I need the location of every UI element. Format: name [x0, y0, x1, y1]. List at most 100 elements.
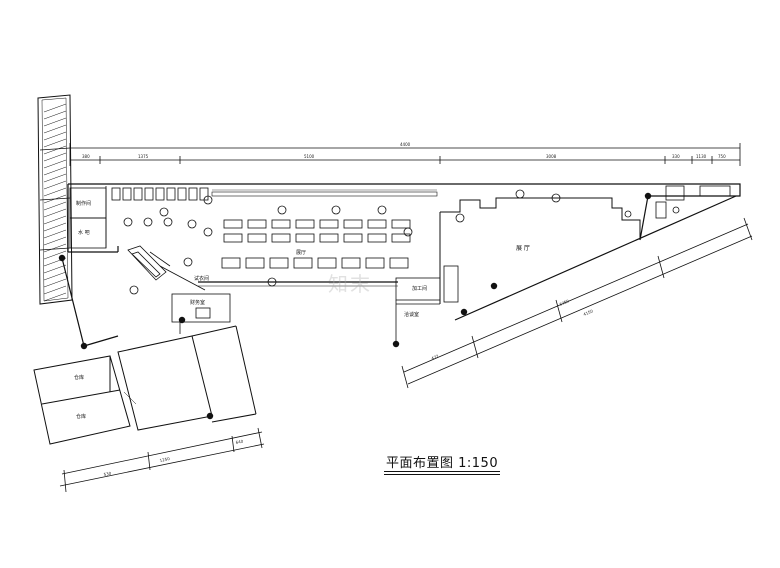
dim-bottom-3: 640 [235, 438, 244, 445]
round-table [123, 217, 133, 227]
label-production: 制作间 [76, 200, 91, 207]
hatch-line [43, 110, 67, 120]
seat [122, 187, 132, 201]
hatch-line [43, 271, 67, 281]
hatch-line [43, 173, 67, 183]
booth [247, 219, 267, 229]
label-hall: 展 厅 [516, 245, 530, 252]
drawing-title: 平面布置图 1:150 [386, 456, 499, 471]
booth-lower [293, 257, 313, 269]
booth-grid [221, 219, 411, 269]
column-dot [58, 254, 66, 262]
dim-diag-3: 472 [430, 353, 439, 361]
hatch-line [43, 145, 67, 155]
label-process: 加工间 [412, 285, 427, 292]
hatch-line [43, 278, 67, 288]
exterior-walls [61, 183, 741, 347]
column-dot [80, 342, 88, 350]
dim-bottom-2: 1250 [159, 456, 170, 463]
column-dot [206, 412, 214, 420]
booth [295, 233, 315, 243]
hatch-line [43, 243, 67, 253]
hatch-line [43, 166, 67, 176]
dim-7: 750 [718, 154, 726, 159]
watermark: 知末 [328, 272, 372, 296]
counter-strip [211, 189, 438, 197]
seat [155, 187, 165, 201]
round-table [187, 219, 197, 229]
round-table [163, 217, 173, 227]
hatch-line [43, 124, 67, 134]
hall-outline [439, 197, 641, 304]
booth-lower [389, 257, 409, 269]
booth [343, 233, 363, 243]
hatch-line [43, 215, 67, 225]
dim-3: 5100 [304, 154, 315, 159]
room-labels: 制作间 水 吧 财务室 试衣间 洽谈室 加工间 仓库 仓库 展 厅 展厅 [74, 200, 530, 420]
label-warehouse-bottom: 仓库 [76, 413, 86, 420]
hatch-line [43, 152, 67, 162]
booth-lower [341, 257, 361, 269]
column-dot [644, 192, 652, 200]
round-table [331, 205, 341, 215]
seat [111, 187, 121, 201]
dim-5: 330 [672, 154, 680, 159]
round-table [203, 227, 213, 237]
right-dimension-chain [401, 217, 753, 389]
hatch-line [43, 180, 67, 190]
hatch-line [43, 222, 67, 232]
booth-lower [365, 257, 385, 269]
wall-hatch-lines [43, 103, 67, 302]
top-dimension-chain [69, 143, 741, 166]
booth [367, 233, 387, 243]
column-dot [178, 316, 186, 324]
lower-corridor [149, 251, 398, 291]
booth [247, 233, 267, 243]
booth [223, 219, 243, 229]
round-table [203, 195, 213, 205]
hatch-line [43, 187, 67, 197]
warehouse-wing [33, 325, 257, 445]
dim-diag-2: 3750 [558, 298, 570, 307]
booth [295, 219, 315, 229]
hatch-line [43, 208, 67, 218]
round-table [159, 207, 169, 217]
bottom-dimension-chain [59, 427, 265, 493]
process-room [395, 265, 459, 344]
hatch-line [43, 194, 67, 204]
hatched-wall [37, 94, 73, 305]
round-table [455, 213, 465, 223]
booth [223, 233, 243, 243]
hatch-line [43, 264, 67, 274]
round-table [183, 257, 193, 267]
hatch-line [43, 292, 67, 302]
hatch-line [43, 131, 67, 141]
seat [166, 187, 176, 201]
round-table [403, 227, 413, 237]
column-dot [460, 308, 468, 316]
dim-overall: 4400 [400, 142, 411, 147]
hatch-line [43, 250, 67, 260]
seat [133, 187, 143, 201]
round-table [143, 217, 153, 227]
round-tables [123, 189, 561, 295]
booth [319, 219, 339, 229]
label-negotiation: 洽谈室 [404, 311, 419, 318]
booth-lower [221, 257, 241, 269]
hatch-line [43, 138, 67, 148]
label-finance: 财务室 [190, 299, 205, 306]
title-underline-1 [384, 471, 500, 472]
seat [188, 187, 198, 201]
hatch-line [43, 103, 67, 113]
booth-lower [317, 257, 337, 269]
dim-2: 1375 [138, 154, 149, 159]
booth [271, 219, 291, 229]
dim-1: 380 [82, 154, 90, 159]
title-underline-2 [384, 474, 500, 475]
booth [271, 233, 291, 243]
column-dot [490, 282, 498, 290]
hatch-line [43, 117, 67, 127]
dim-6: 1130 [696, 154, 707, 159]
round-table [129, 285, 139, 295]
